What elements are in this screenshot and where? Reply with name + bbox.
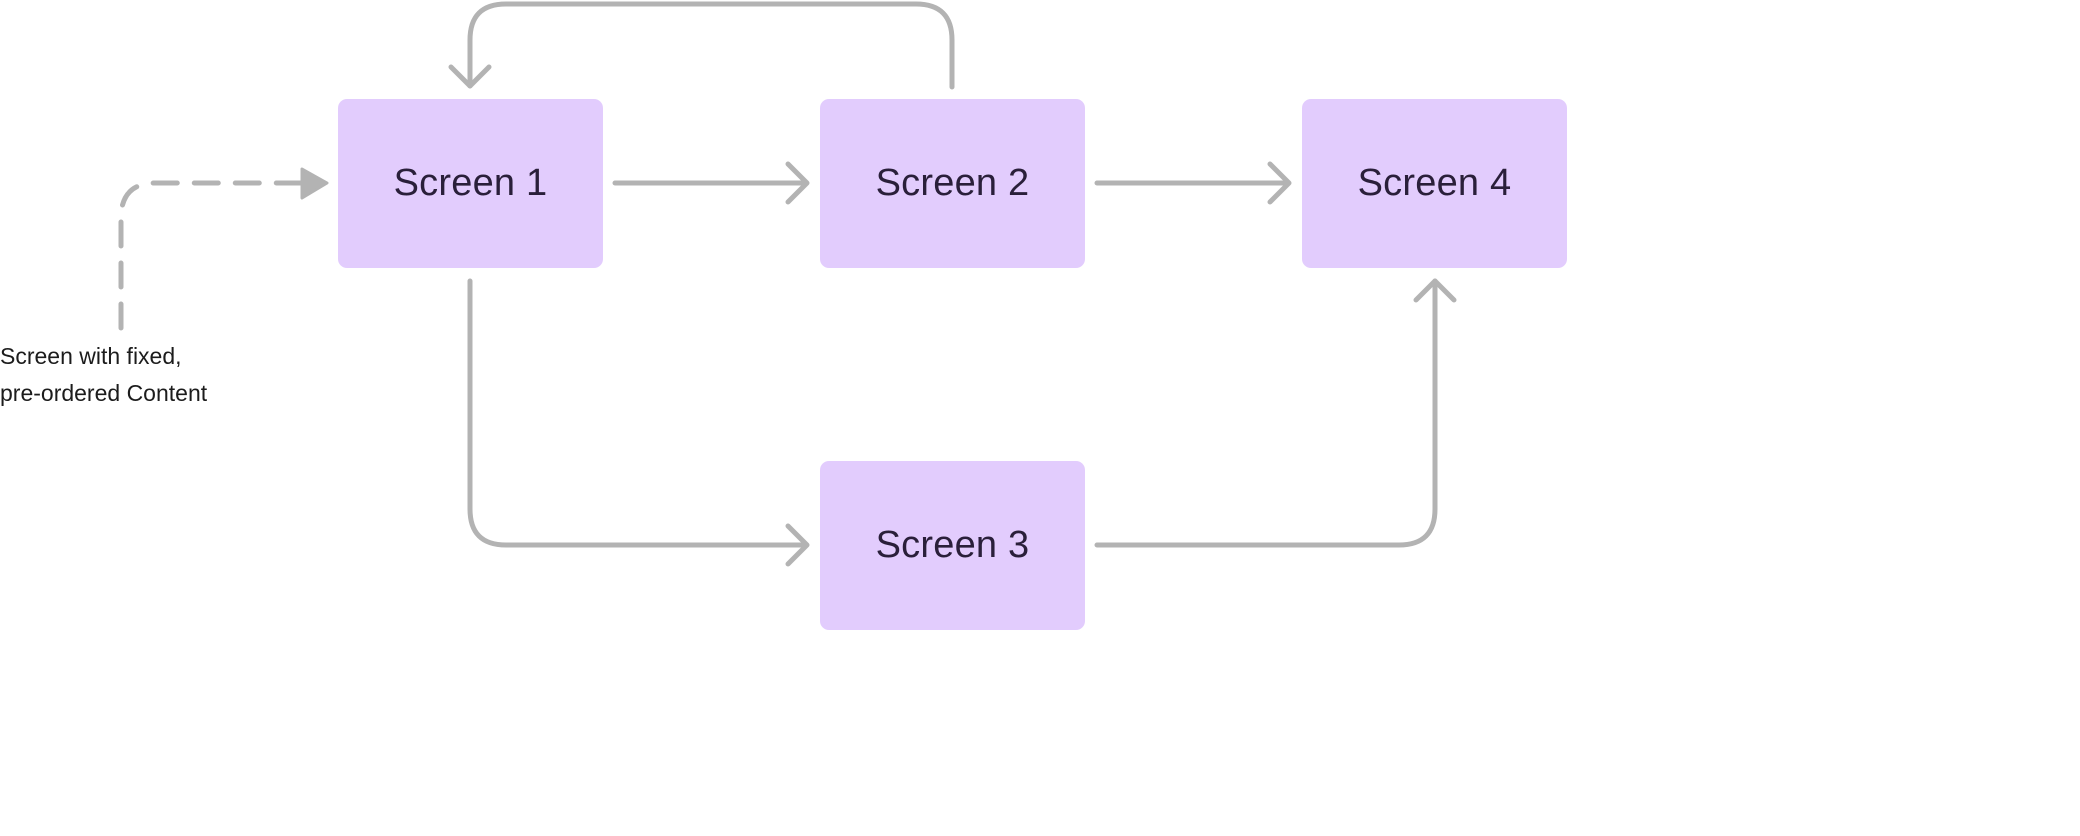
screen-2-node: Screen 2 [820,99,1085,268]
entry-note: Screen with fixed, pre-ordered Content [0,338,207,412]
screen-4-label: Screen 4 [1357,162,1512,204]
screen-3-node: Screen 3 [820,461,1085,630]
flow-connectors [118,1,1457,567]
entry-note-line-2: pre-ordered Content [0,380,208,406]
arrow-screen2-to-screen1 [448,1,955,90]
arrow-screen1-to-screen3 [467,278,810,567]
dashed-entry-arrow [118,167,329,331]
screen-4-node: Screen 4 [1302,99,1567,268]
screen-1-label: Screen 1 [393,162,548,204]
arrow-screen1-to-screen2 [612,161,810,205]
screen-3-label: Screen 3 [875,524,1030,566]
entry-note-line-1: Screen with fixed, [0,343,182,369]
screen-2-label: Screen 2 [875,162,1030,204]
arrow-screen3-to-screen4 [1094,278,1457,548]
screen-1-node: Screen 1 [338,99,603,268]
arrow-screen2-to-screen4 [1094,161,1292,205]
